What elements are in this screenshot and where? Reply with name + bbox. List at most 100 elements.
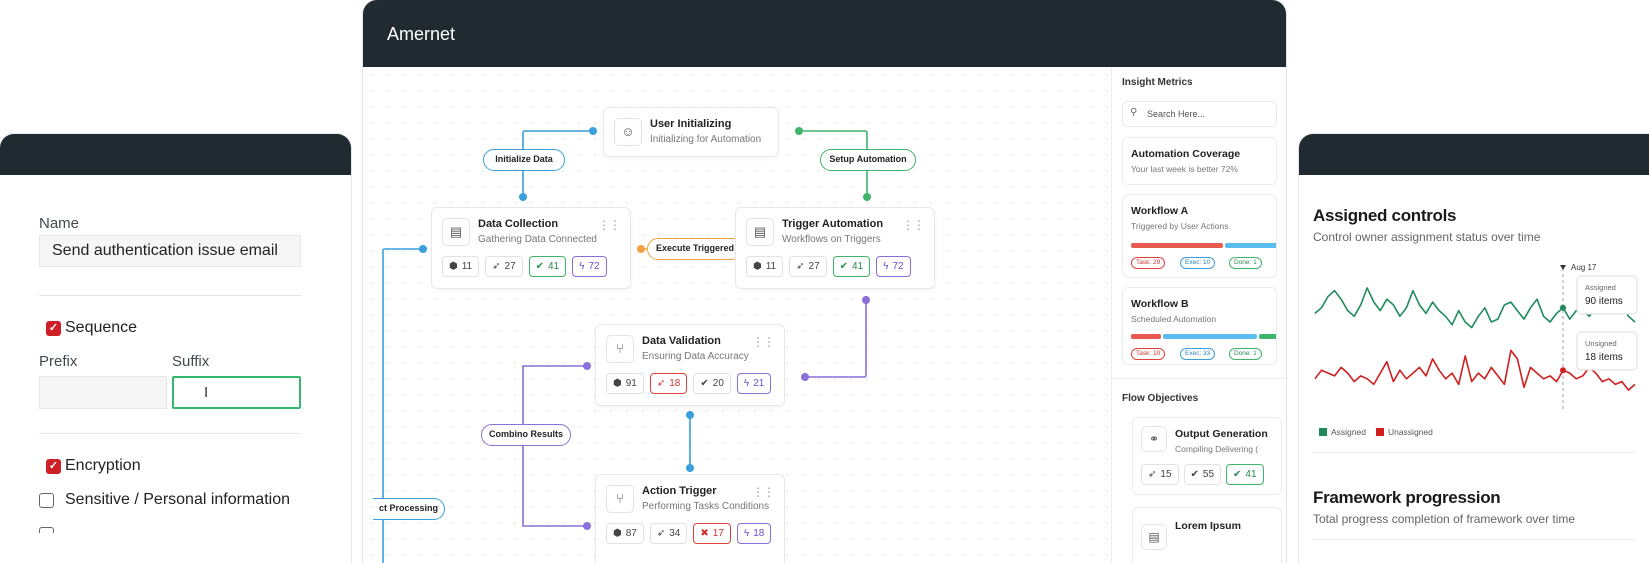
chip-value: 15 (1160, 469, 1172, 480)
data-validation-node[interactable]: ⑂ Data Validation Ensuring Data Accuracy… (595, 324, 785, 406)
data-collection-node[interactable]: ▤ Data Collection Gathering Data Connect… (431, 207, 631, 289)
card-subtitle: Triggered by User Actions (1131, 221, 1229, 231)
node-subtitle: Initializing for Automation (650, 134, 762, 145)
assigned-controls-title: Assigned controls (1313, 206, 1457, 225)
drag-handle-icon[interactable]: ⋮⋮ (598, 218, 621, 232)
chart-legend: Assigned Unassigned (1319, 427, 1433, 437)
automation-coverage-card[interactable]: Automation Coverage Your last week is be… (1122, 137, 1277, 185)
exec-tag: Exec: 10 (1180, 257, 1216, 269)
chip-value: 18 (669, 378, 681, 389)
node-title: Data Collection (478, 218, 559, 230)
card-subtitle: Compiling Delivering ( (1175, 444, 1259, 454)
encryption-checkbox[interactable]: ✓ (46, 459, 61, 474)
chip-value: 34 (669, 528, 681, 539)
card-subtitle: Your last week is better 72% (1131, 164, 1238, 174)
chip-value: 17 (712, 528, 724, 539)
chip-value: 72 (588, 261, 600, 272)
bolt-icon: ϟ (743, 378, 750, 389)
check-circle-icon: ✔ (839, 261, 849, 272)
partial-checkbox[interactable] (39, 527, 54, 533)
divider (1313, 452, 1635, 453)
text-cursor-icon: I (204, 384, 209, 401)
chip-value: 91 (625, 378, 637, 389)
framework-progression-subtitle: Total progress completion of framework o… (1313, 512, 1576, 526)
insight-sidebar: Insight Metrics ⚲ Search Here... Automat… (1111, 67, 1286, 563)
node-title: Trigger Automation (782, 218, 884, 230)
drag-handle-icon[interactable]: ⋮⋮ (752, 485, 775, 499)
execute-triggered-pill[interactable]: Execute Triggered (647, 238, 743, 260)
cube-icon: ⬢ (753, 261, 762, 272)
initialize-data-pill[interactable]: Initialize Data (483, 149, 565, 171)
check-stat-chip: ✔41 (1226, 464, 1264, 485)
assigned-controls-panel-header (1299, 134, 1649, 175)
tooltip-date: Aug 17 (1571, 263, 1597, 272)
action-trigger-node[interactable]: ⑂ Action Trigger Performing Tasks Condit… (595, 474, 785, 563)
output-generation-card[interactable]: ⚭ Output Generation Compiling Delivering… (1132, 417, 1282, 495)
node-subtitle: Performing Tasks Conditions (642, 501, 770, 512)
rocket-stat-chip: ➶18 (649, 373, 688, 394)
act-processing-pill[interactable]: ct Processing (373, 498, 445, 520)
combine-results-pill[interactable]: Combino Results (481, 424, 571, 446)
search-input[interactable]: ⚲ Search Here... (1122, 101, 1277, 127)
chip-value: 21 (753, 378, 765, 389)
legend-swatch-assigned (1319, 428, 1327, 436)
user-icon: ☺ (614, 118, 642, 146)
properties-panel-header (0, 134, 351, 175)
chip-value: 87 (625, 528, 637, 539)
cube-stat-chip: ⬢91 (606, 373, 644, 394)
divider (39, 295, 301, 296)
x-stat-chip: ✖17 (693, 523, 731, 544)
sensitive-checkbox[interactable] (39, 493, 54, 508)
prefix-label: Prefix (39, 353, 78, 370)
rocket-icon: ➶ (796, 261, 805, 272)
check-stat-chip: ✔41 (528, 256, 567, 277)
node-subtitle: Ensuring Data Accuracy (642, 351, 749, 362)
tooltip-unassigned-label: Unsigned (1585, 339, 1617, 348)
prefix-field[interactable] (39, 376, 167, 409)
hover-point-assigned (1560, 304, 1566, 311)
check-circle-icon: ✔ (700, 378, 709, 389)
suffix-field[interactable]: I (172, 376, 301, 409)
tooltip-unassigned: Unsigned 18 items (1576, 331, 1638, 371)
divider (1112, 378, 1286, 379)
drag-handle-icon[interactable]: ⋮⋮ (902, 218, 925, 232)
tooltip-unassigned-value: 18 items (1585, 352, 1623, 363)
sequence-checkbox[interactable]: ✓ (46, 321, 61, 336)
framework-progression-title: Framework progression (1313, 488, 1501, 507)
check-stat-chip: ✔41 (832, 256, 871, 277)
workflow-canvas[interactable]: Initialize Data Setup Automation Execute… (363, 67, 1108, 563)
hover-point-unassigned (1560, 367, 1566, 374)
task-tag: Task: 29 (1131, 257, 1166, 269)
task-tag: Task: 10 (1131, 348, 1166, 360)
properties-panel: Name Send authentication issue email ✓ S… (0, 134, 351, 563)
card-title: Output Generation (1175, 428, 1268, 440)
suffix-label: Suffix (172, 353, 210, 370)
task-progress-bar (1131, 243, 1223, 248)
cube-stat-chip: ⬢11 (746, 256, 784, 277)
card-subtitle: Scheduled Automation (1131, 314, 1217, 324)
assigned-controls-subtitle: Control owner assignment status over tim… (1313, 230, 1541, 244)
lorem-ipsum-card[interactable]: ▤ Lorem Ipsum (1132, 507, 1282, 563)
link-icon: ⚭ (1141, 426, 1167, 452)
chip-value: 41 (1245, 469, 1257, 480)
trigger-automation-node[interactable]: ▤ Trigger Automation Workflows on Trigge… (735, 207, 935, 289)
setup-automation-pill[interactable]: Setup Automation (820, 149, 916, 171)
insight-metrics-title: Insight Metrics (1122, 77, 1193, 88)
tooltip-assigned: Assigned 90 items (1576, 275, 1638, 315)
assigned-controls-line-chart[interactable]: Aug 17 Assigned 90 items Unsigned 18 ite… (1299, 260, 1649, 420)
assigned-controls-panel: Assigned controls Control owner assignme… (1299, 134, 1649, 563)
cube-stat-chip: ⬢11 (442, 256, 480, 277)
user-initializing-node[interactable]: ☺ User Initializing Initializing for Aut… (603, 107, 779, 157)
bolt-icon: ϟ (579, 261, 585, 272)
workflow-b-card[interactable]: Workflow B Scheduled Automation Task: 10… (1122, 287, 1277, 365)
chip-value: 18 (753, 528, 765, 539)
workflow-a-card[interactable]: Workflow A Triggered by User Actions Tas… (1122, 194, 1277, 278)
name-field[interactable]: Send authentication issue email (39, 235, 301, 267)
drag-handle-icon[interactable]: ⋮⋮ (752, 335, 775, 349)
legend-label-assigned: Assigned (1331, 427, 1366, 437)
divider (1313, 539, 1635, 540)
task-progress-bar (1131, 334, 1161, 339)
date-marker-icon (1560, 265, 1566, 270)
chip-value: 27 (808, 261, 820, 272)
